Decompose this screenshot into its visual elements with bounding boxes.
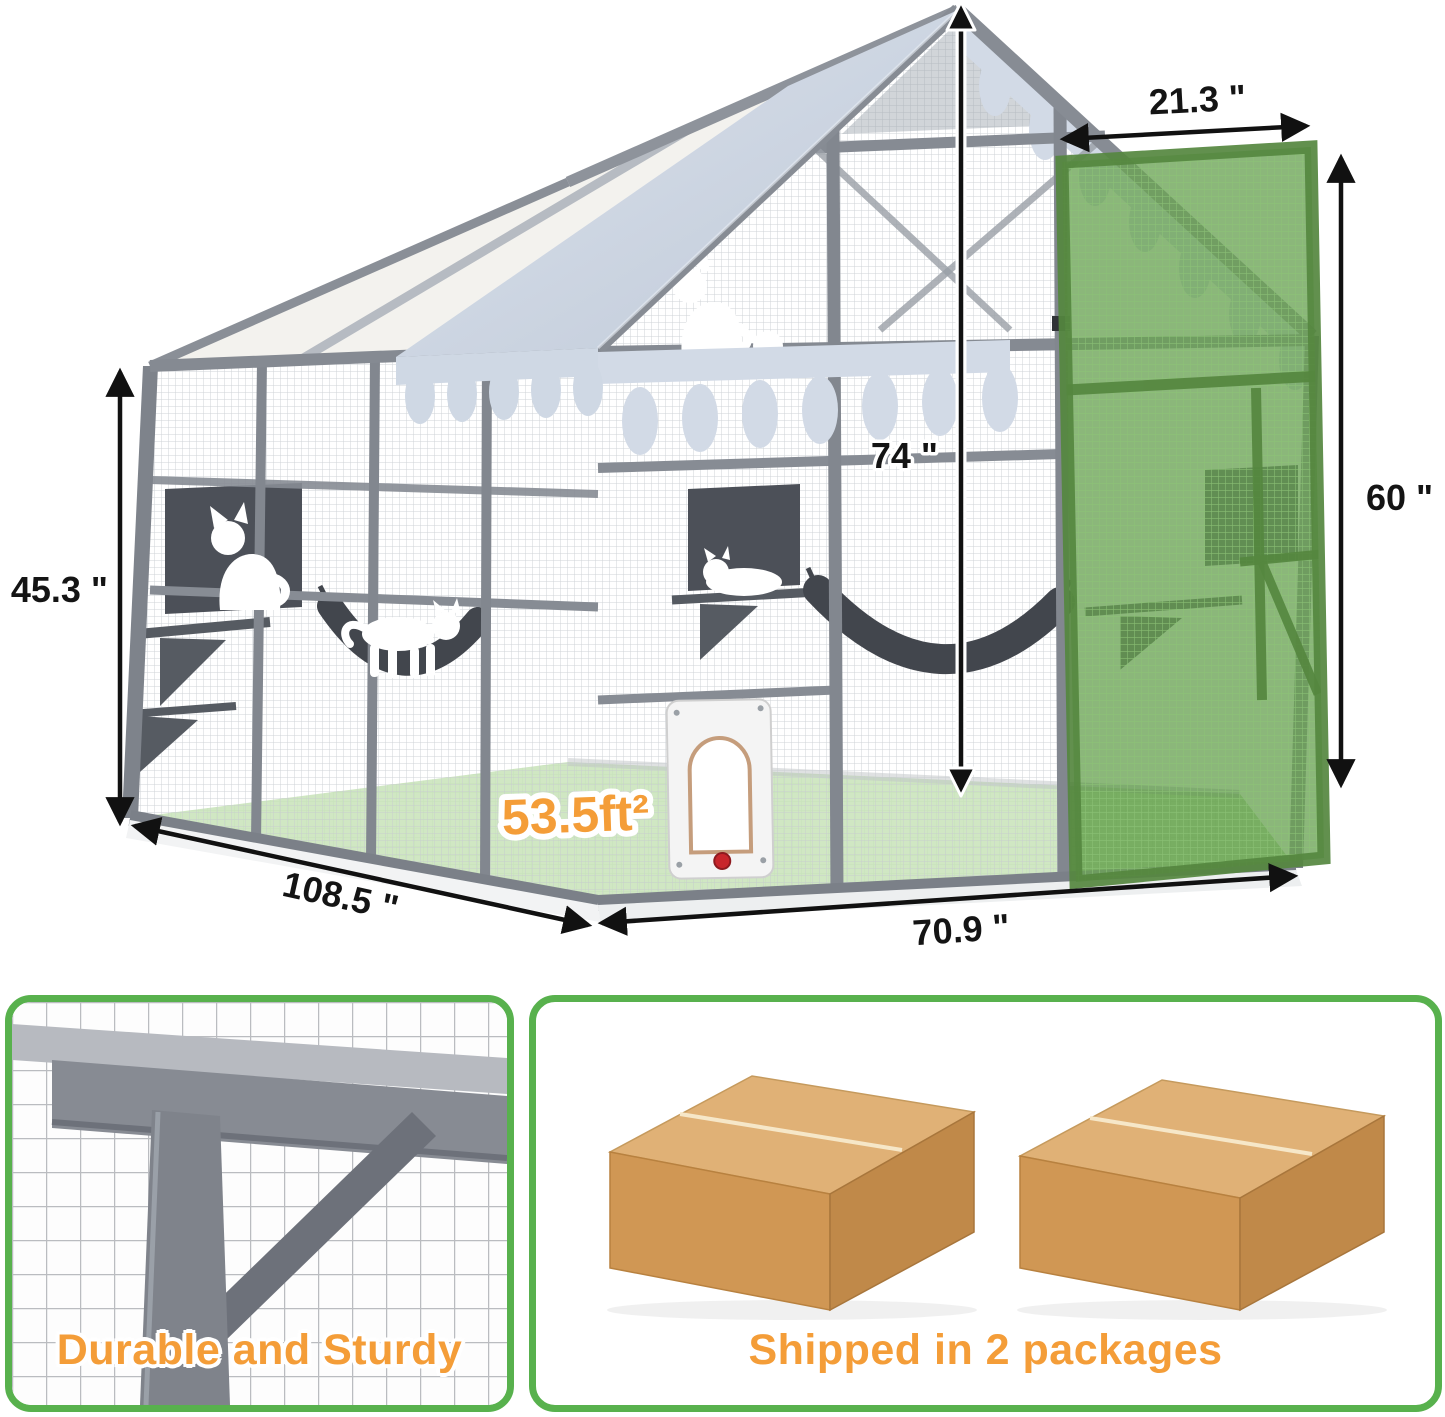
- cat-silhouette-icon: [341, 598, 461, 678]
- shipping-caption: Shipped in 2 packages: [748, 1326, 1223, 1374]
- durability-panel: Durable and Sturdy: [5, 995, 514, 1412]
- corner-post: [140, 1110, 230, 1405]
- shelf-bracket: [700, 604, 758, 660]
- canopy-fringe-front: [598, 340, 1018, 455]
- green-door: [1055, 140, 1331, 890]
- cat-silhouette-icon: [210, 502, 290, 610]
- catio-diagram: 74 " 60 " 21.3 " 45.3 " 108.5 " 70.9 " 5…: [7, 0, 1437, 957]
- dim-label-door-width: 21.3 ": [1148, 77, 1247, 123]
- shipping-panel: Shipped in 2 packages: [529, 995, 1442, 1412]
- dimension-annotations: 74 " 60 " 21.3 " 45.3 " 108.5 " 70.9 " 5…: [7, 0, 1437, 957]
- roof-edge: [12, 1024, 507, 1094]
- floor-area-label: 53.5ft²: [501, 784, 650, 845]
- screw-icon: [194, 1348, 206, 1360]
- canopy: [396, 8, 960, 424]
- cat-silhouette-icon: [703, 546, 782, 596]
- dim-label-door-height: 60 ": [1366, 477, 1433, 518]
- dim-arrow-length: [130, 817, 593, 934]
- diagonal-brace: [198, 1112, 436, 1344]
- dim-arrow-front-width: [597, 863, 1299, 936]
- package-box-icon: [607, 1075, 977, 1320]
- left-wall: [122, 342, 600, 911]
- dim-label-side-height: 45.3 ": [11, 569, 108, 610]
- shelf-bracket: [160, 638, 226, 706]
- cat-hammock: [803, 575, 1075, 674]
- package-box-icon: [1017, 1079, 1387, 1320]
- dim-arrow-door-width: [1059, 112, 1311, 153]
- cat-flap-door: [665, 698, 775, 880]
- dim-label-peak-height: 74 ": [871, 435, 938, 476]
- flap-lock-dial: [713, 851, 732, 870]
- canopy-fringe-eave: [396, 348, 603, 424]
- ridge-beam: [565, 4, 961, 188]
- frame-closeup-photo: [12, 1002, 507, 1405]
- catio-illustration: 74 " 60 " 21.3 " 45.3 " 108.5 " 70.9 " 5…: [7, 0, 1437, 957]
- shelf-bracket: [140, 716, 198, 772]
- durability-caption: Durable and Sturdy: [56, 1326, 463, 1374]
- dim-label-front-width: 70.9 ": [911, 906, 1011, 954]
- package-boxes: [607, 1075, 1387, 1320]
